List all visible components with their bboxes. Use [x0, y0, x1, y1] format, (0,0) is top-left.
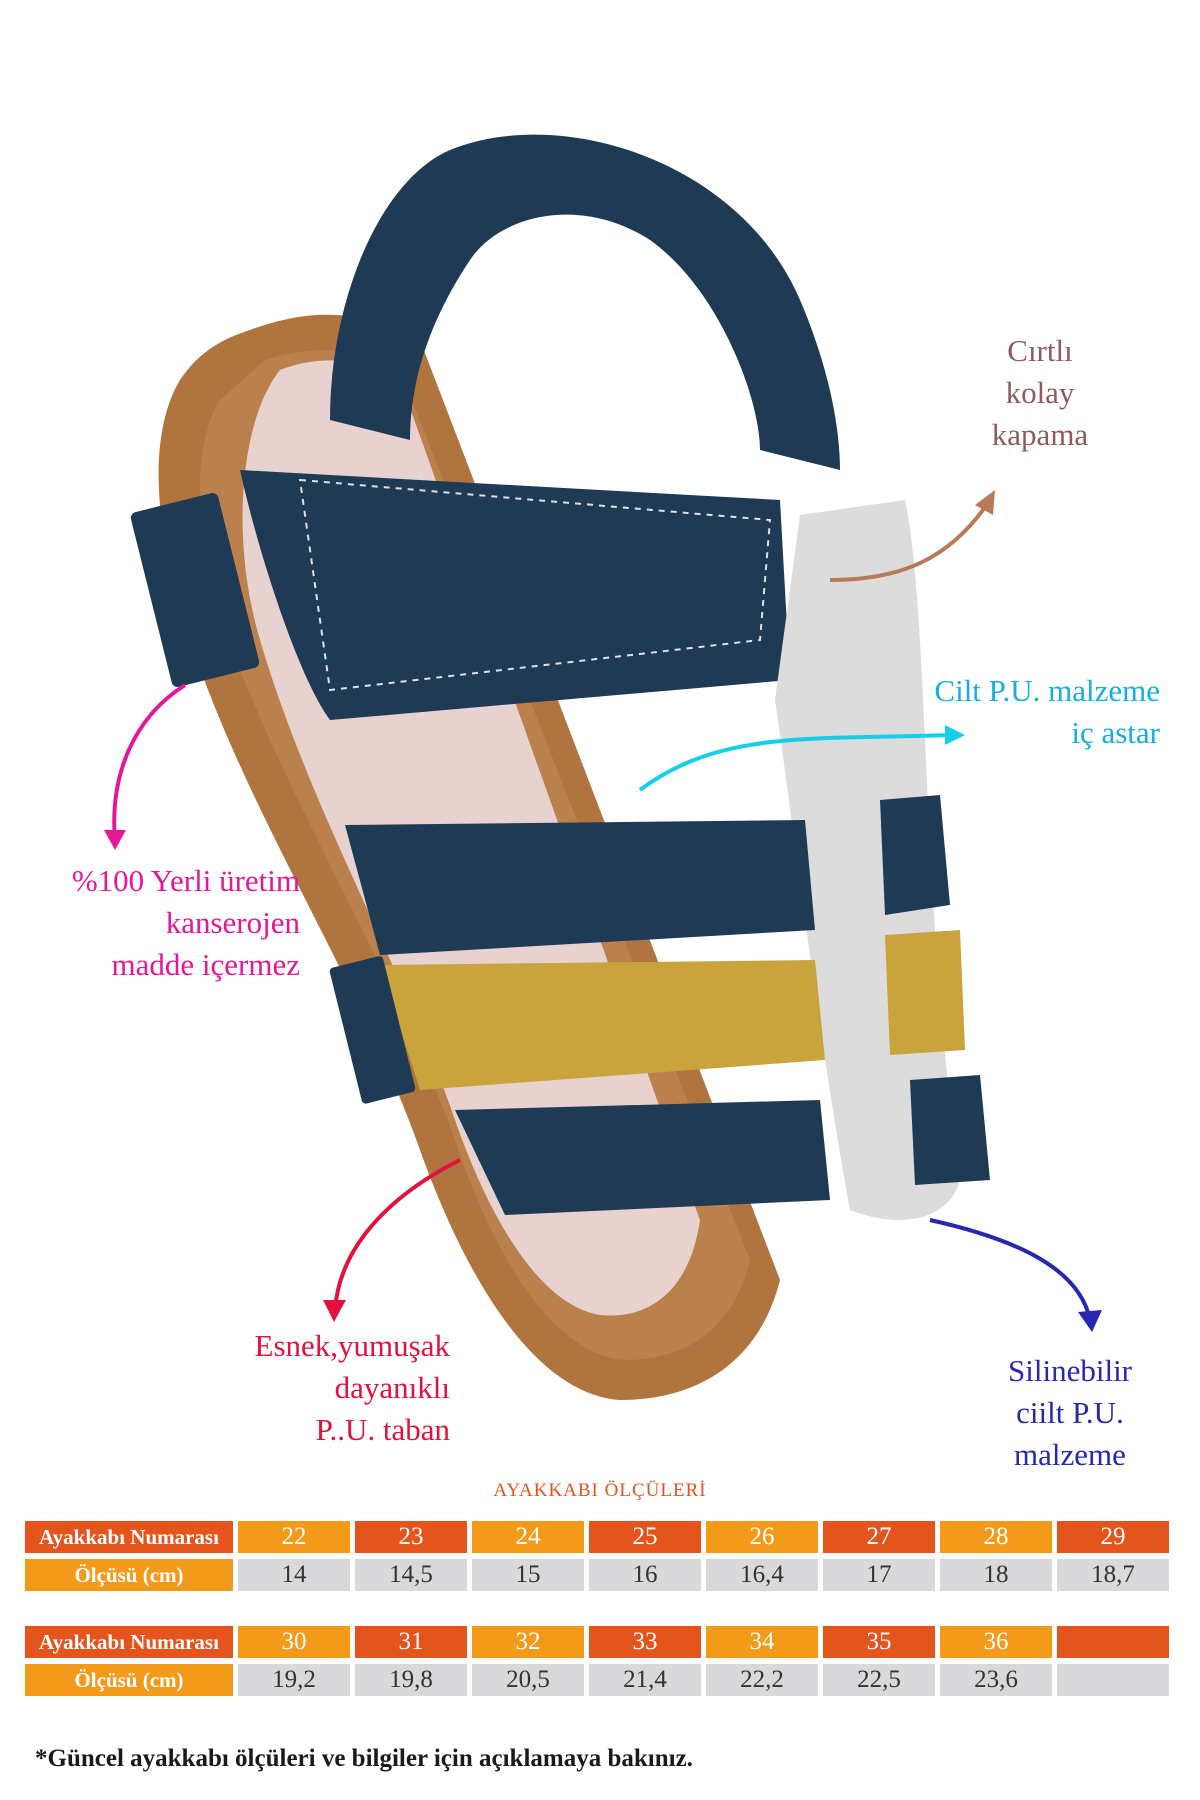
size-cm-cell: 23,6: [940, 1664, 1052, 1696]
size-cm-cell: 18,7: [1057, 1559, 1169, 1591]
size-cm-cell: 21,4: [589, 1664, 701, 1696]
arrow-local: [112, 683, 187, 841]
strap-mustard-b: [885, 930, 965, 1055]
size-cm-cell: 19,8: [355, 1664, 467, 1696]
size-number-cell: [1057, 1626, 1169, 1658]
arrow-lining: [638, 733, 951, 792]
size-cm-label: Ölçüsü (cm): [25, 1559, 233, 1591]
size-cm-cell: 19,2: [238, 1664, 350, 1696]
callout-sole: Esnek,yumuşak dayanıklı P..U. taban: [180, 1325, 450, 1451]
size-number-cell: 31: [355, 1626, 467, 1658]
size-number-cell: 30: [238, 1626, 350, 1658]
size-cm-cell: 16: [589, 1559, 701, 1591]
arrow-sole-head: [323, 1300, 346, 1322]
callout-line: Cilt P.U. malzeme: [934, 673, 1160, 708]
size-number-cell: 33: [589, 1626, 701, 1658]
heel-strap: [330, 134, 840, 471]
size-table-1: Ayakkabı Numarası 22 23 24 25 26 27 28 2…: [20, 1515, 1174, 1597]
callout-line: kapama: [991, 416, 1089, 452]
callout-line: %100 Yerli üretim: [71, 863, 300, 898]
size-table-2: Ayakkabı Numarası 30 31 32 33 34 35 36 Ö…: [20, 1620, 1174, 1702]
callout-line: iç astar: [1071, 714, 1160, 750]
strap-navy-1: [345, 820, 815, 955]
side-badge: [329, 956, 416, 1104]
arrow-local-head: [104, 830, 126, 850]
size-number-cell: 34: [706, 1626, 818, 1658]
velcro-strap: [240, 470, 790, 720]
size-number-cell: 22: [238, 1521, 350, 1553]
callout-velcro: Cırtlı kolay kapama: [960, 330, 1120, 456]
callout-line: Silinebilir: [1008, 1353, 1132, 1388]
size-number-cell: 35: [823, 1626, 935, 1658]
size-cm-cell: 22,5: [823, 1664, 935, 1696]
size-number-row: Ayakkabı Numarası 30 31 32 33 34 35 36: [25, 1626, 1169, 1658]
arrow-velcro: [829, 498, 992, 582]
size-cm-row: Ölçüsü (cm) 19,2 19,8 20,5 21,4 22,2 22,…: [25, 1664, 1169, 1696]
arrow-wipe-head: [1078, 1310, 1102, 1332]
strap-mustard: [380, 960, 825, 1090]
size-number-row: Ayakkabı Numarası 22 23 24 25 26 27 28 2…: [25, 1521, 1169, 1553]
sandal-illustration: [104, 134, 1102, 1400]
callout-line: Esnek,yumuşak: [254, 1328, 450, 1363]
arrow-lining-head: [945, 725, 965, 745]
strap-navy-1b: [880, 795, 950, 915]
size-number-cell: 26: [706, 1521, 818, 1553]
size-number-cell: 25: [589, 1521, 701, 1553]
footnote: *Güncel ayakkabı ölçüleri ve bilgiler iç…: [35, 1745, 693, 1772]
size-number-cell: 27: [823, 1521, 935, 1553]
size-number-cell: 23: [355, 1521, 467, 1553]
callout-line: malzeme: [1014, 1436, 1126, 1472]
size-chart-title: AYAKKABI ÖLÇÜLERİ: [493, 1480, 707, 1501]
size-cm-cell: [1057, 1664, 1169, 1696]
strap-navy-2: [455, 1100, 830, 1215]
size-number-cell: 29: [1057, 1521, 1169, 1553]
callout-lining: Cilt P.U. malzeme iç astar: [870, 670, 1160, 754]
size-cm-cell: 14,5: [355, 1559, 467, 1591]
size-number-cell: 36: [940, 1626, 1052, 1658]
callout-line: kolay: [1005, 374, 1075, 410]
callout-wipeable: Silinebilir ciilt P.U. malzeme: [980, 1350, 1160, 1476]
size-number-cell: 24: [472, 1521, 584, 1553]
callout-local-production: %100 Yerli üretim kanserojen madde içerm…: [20, 860, 300, 986]
callout-line: madde içermez: [111, 946, 300, 982]
size-cm-cell: 14: [238, 1559, 350, 1591]
callout-line: dayanıklı: [334, 1369, 450, 1405]
callout-line: kanserojen: [165, 904, 300, 940]
size-cm-cell: 18: [940, 1559, 1052, 1591]
callout-line: Cırtlı: [1007, 333, 1073, 368]
size-number-label: Ayakkabı Numarası: [25, 1521, 233, 1553]
size-cm-label: Ölçüsü (cm): [25, 1664, 233, 1696]
callout-line: P..U. taban: [315, 1411, 450, 1447]
size-cm-cell: 15: [472, 1559, 584, 1591]
size-number-cell: 28: [940, 1521, 1052, 1553]
arrow-velcro-head: [975, 490, 995, 515]
size-cm-cell: 17: [823, 1559, 935, 1591]
callout-line: ciilt P.U.: [1016, 1394, 1124, 1430]
strap-navy-2b: [910, 1075, 990, 1185]
arrow-sole: [333, 1158, 461, 1311]
size-cm-row: Ölçüsü (cm) 14 14,5 15 16 16,4 17 18 18,…: [25, 1559, 1169, 1591]
size-cm-cell: 16,4: [706, 1559, 818, 1591]
size-cm-cell: 20,5: [472, 1664, 584, 1696]
size-number-label: Ayakkabı Numarası: [25, 1626, 233, 1658]
size-cm-cell: 22,2: [706, 1664, 818, 1696]
size-number-cell: 32: [472, 1626, 584, 1658]
brand-badge: [130, 493, 260, 687]
velcro-stitch: [298, 478, 772, 692]
arrow-wipe: [929, 1218, 1092, 1321]
